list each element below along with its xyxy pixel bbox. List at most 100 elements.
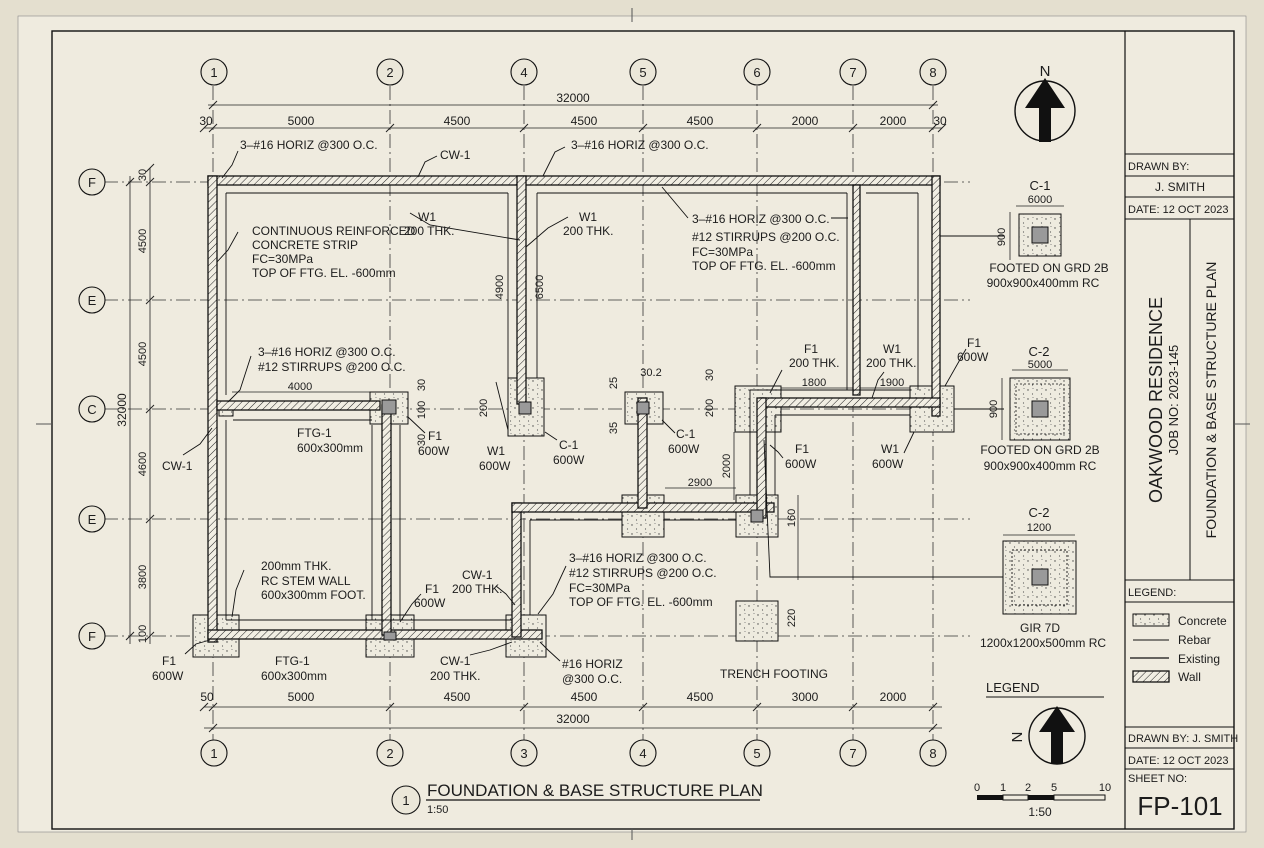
svg-text:DATE: 12 OCT 2023: DATE: 12 OCT 2023 <box>1128 755 1228 767</box>
svg-text:3–#16 HORIZ @300 O.C.: 3–#16 HORIZ @300 O.C. <box>569 551 707 565</box>
svg-text:30.2: 30.2 <box>640 367 661 379</box>
svg-text:W1: W1 <box>883 342 901 356</box>
svg-text:FOOTED ON GRD 2B: FOOTED ON GRD 2B <box>980 443 1099 457</box>
svg-text:2: 2 <box>1025 782 1031 794</box>
svg-text:C-1: C-1 <box>676 427 696 441</box>
svg-text:200mm THK.: 200mm THK. <box>261 559 331 573</box>
svg-text:N: N <box>1008 732 1025 743</box>
svg-text:DRAWN BY: J. SMITH: DRAWN BY: J. SMITH <box>1128 733 1238 745</box>
svg-text:35: 35 <box>608 422 620 434</box>
svg-text:7: 7 <box>849 746 856 761</box>
svg-text:4500: 4500 <box>137 229 149 253</box>
svg-text:4500: 4500 <box>444 690 471 704</box>
svg-text:#16 HORIZ: #16 HORIZ <box>562 657 623 671</box>
svg-text:7: 7 <box>849 65 856 80</box>
svg-text:FP-101: FP-101 <box>1137 791 1222 821</box>
svg-text:600W: 600W <box>957 350 989 364</box>
svg-text:Concrete: Concrete <box>1178 614 1227 628</box>
svg-text:C-1: C-1 <box>559 438 579 452</box>
svg-text:3800: 3800 <box>137 565 149 589</box>
svg-text:32000: 32000 <box>556 91 590 105</box>
svg-text:1200x1200x500mm RC: 1200x1200x500mm RC <box>980 636 1106 650</box>
svg-text:FC=30MPa: FC=30MPa <box>252 252 313 266</box>
svg-text:4500: 4500 <box>687 114 714 128</box>
svg-text:E: E <box>88 512 97 527</box>
svg-text:FOUNDATION & BASE STRUCTURE PL: FOUNDATION & BASE STRUCTURE PLAN <box>427 781 763 800</box>
svg-text:200: 200 <box>478 399 490 417</box>
svg-text:F1: F1 <box>795 442 809 456</box>
svg-text:1:50: 1:50 <box>427 804 448 816</box>
svg-text:160: 160 <box>786 509 798 527</box>
svg-text:600W: 600W <box>553 453 585 467</box>
svg-text:3000: 3000 <box>792 690 819 704</box>
svg-text:#12 STIRRUPS @200 O.C.: #12 STIRRUPS @200 O.C. <box>692 230 840 244</box>
svg-text:DRAWN BY:: DRAWN BY: <box>1128 161 1189 173</box>
svg-text:C: C <box>87 402 96 417</box>
svg-text:30: 30 <box>416 434 428 446</box>
svg-text:2900: 2900 <box>688 477 712 489</box>
svg-text:200 THK.: 200 THK. <box>430 669 480 683</box>
scale-bar: 0 1 2 5 10 1:50 <box>974 782 1111 819</box>
svg-text:1800: 1800 <box>802 377 826 389</box>
svg-text:200: 200 <box>704 399 716 417</box>
svg-text:200 THK.: 200 THK. <box>452 582 502 596</box>
north-arrow-icon: N <box>1014 63 1076 142</box>
svg-text:FTG-1: FTG-1 <box>297 426 332 440</box>
svg-text:200 THK.: 200 THK. <box>789 356 839 370</box>
svg-text:W1: W1 <box>881 442 899 456</box>
svg-text:1: 1 <box>402 793 409 808</box>
svg-text:10: 10 <box>1099 782 1111 794</box>
svg-text:30: 30 <box>416 379 428 391</box>
svg-text:4600: 4600 <box>137 452 149 476</box>
svg-text:8: 8 <box>929 65 936 80</box>
svg-text:4000: 4000 <box>288 381 312 393</box>
svg-text:600W: 600W <box>785 457 817 471</box>
svg-text:30: 30 <box>933 114 947 128</box>
svg-text:5000: 5000 <box>1028 359 1052 371</box>
svg-text:1200: 1200 <box>1027 522 1051 534</box>
svg-text:C-2: C-2 <box>1029 505 1050 520</box>
svg-text:N: N <box>1040 63 1051 80</box>
svg-text:3–#16 HORIZ @300 O.C.: 3–#16 HORIZ @300 O.C. <box>692 212 830 226</box>
svg-text:RC STEM WALL: RC STEM WALL <box>261 574 351 588</box>
svg-text:100: 100 <box>416 401 428 419</box>
svg-text:200 THK.: 200 THK. <box>866 356 916 370</box>
svg-text:4900: 4900 <box>494 275 506 299</box>
svg-text:FC=30MPa: FC=30MPa <box>692 245 753 259</box>
svg-text:SHEET NO:: SHEET NO: <box>1128 773 1187 785</box>
leader-lines <box>182 146 1004 662</box>
svg-text:2000: 2000 <box>880 114 907 128</box>
svg-text:W1: W1 <box>418 210 436 224</box>
annotations: 3–#16 HORIZ @300 O.C. CW-1 3–#16 HORIZ @… <box>152 138 989 686</box>
svg-text:5: 5 <box>1051 782 1057 794</box>
svg-text:C-1: C-1 <box>1030 178 1051 193</box>
svg-text:TOP OF FTG. EL. -600mm: TOP OF FTG. EL. -600mm <box>569 595 713 609</box>
svg-text:4500: 4500 <box>687 690 714 704</box>
grid-bubbles-bottom: 1 2 3 4 5 7 8 <box>200 739 947 767</box>
svg-text:W1: W1 <box>487 444 505 458</box>
svg-text:50: 50 <box>200 690 214 704</box>
svg-text:LEGEND: LEGEND <box>986 680 1039 695</box>
svg-text:TRENCH FOOTING: TRENCH FOOTING <box>720 667 828 681</box>
svg-text:FOUNDATION & BASE STRUCTURE PL: FOUNDATION & BASE STRUCTURE PLAN <box>1203 262 1219 539</box>
svg-text:5000: 5000 <box>288 690 315 704</box>
svg-text:2: 2 <box>386 746 393 761</box>
foundation-walls <box>207 175 941 643</box>
detail-c2: C-2 5000 900 FOOTED ON GRD 2B 900x900x40… <box>980 344 1099 473</box>
svg-text:600W: 600W <box>668 442 700 456</box>
svg-text:1: 1 <box>210 746 217 761</box>
svg-text:CONTINUOUS REINFORCED: CONTINUOUS REINFORCED <box>252 224 416 238</box>
svg-text:3–#16 HORIZ @300 O.C.: 3–#16 HORIZ @300 O.C. <box>571 138 709 152</box>
svg-text:#12 STIRRUPS @200 O.C.: #12 STIRRUPS @200 O.C. <box>569 566 717 580</box>
svg-text:600x300mm: 600x300mm <box>297 441 363 455</box>
svg-text:5: 5 <box>753 746 760 761</box>
svg-text:100: 100 <box>137 625 149 643</box>
svg-text:@300 O.C.: @300 O.C. <box>562 672 622 686</box>
grid-bubbles-top: 1 2 4 5 6 7 8 <box>200 58 947 86</box>
svg-text:F1: F1 <box>804 342 818 356</box>
svg-text:2: 2 <box>386 65 393 80</box>
svg-text:F: F <box>88 175 96 190</box>
svg-text:32000: 32000 <box>115 393 129 427</box>
grid-bubbles-left: F E C E F <box>78 168 106 650</box>
svg-text:32000: 32000 <box>556 712 590 726</box>
